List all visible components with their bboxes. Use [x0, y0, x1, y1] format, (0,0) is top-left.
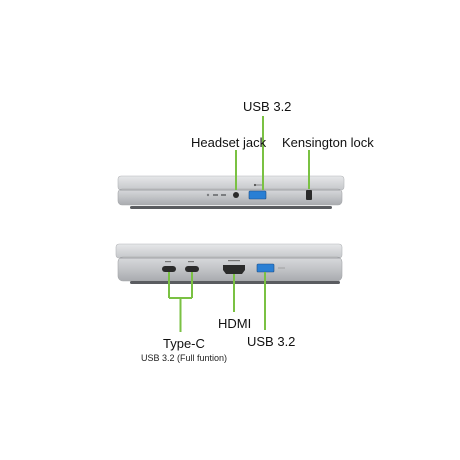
kensington-lock-slot [306, 190, 312, 200]
label-usb-bottom: USB 3.2 [247, 334, 296, 349]
label-typec: Type-C [163, 336, 205, 351]
laptop-lid-top [117, 175, 345, 191]
led-indicator [213, 194, 218, 196]
usb-port-bottom [256, 263, 275, 273]
label-usb-top: USB 3.2 [243, 99, 292, 114]
usb-port-top [248, 190, 267, 200]
label-headset-jack: Headset jack [191, 135, 267, 150]
label-typec-sub: USB 3.2 (Full funtion) [141, 353, 228, 363]
laptop-right-side [117, 116, 345, 209]
led-indicator [206, 193, 210, 197]
label-kensington-lock: Kensington lock [282, 135, 374, 150]
usb-icon [253, 183, 262, 187]
laptop-lid-bottom [115, 243, 343, 259]
laptop-left-side [115, 243, 343, 332]
headset-jack-port [233, 192, 239, 198]
led-indicator [221, 194, 226, 196]
label-hdmi: HDMI [218, 316, 252, 331]
hdmi-icon [228, 260, 240, 262]
typec-port-2 [185, 266, 199, 272]
thunderbolt-icon [165, 261, 194, 263]
laptop-base-top [117, 188, 343, 206]
typec-port-1 [162, 266, 176, 272]
hdmi-port [223, 265, 245, 274]
